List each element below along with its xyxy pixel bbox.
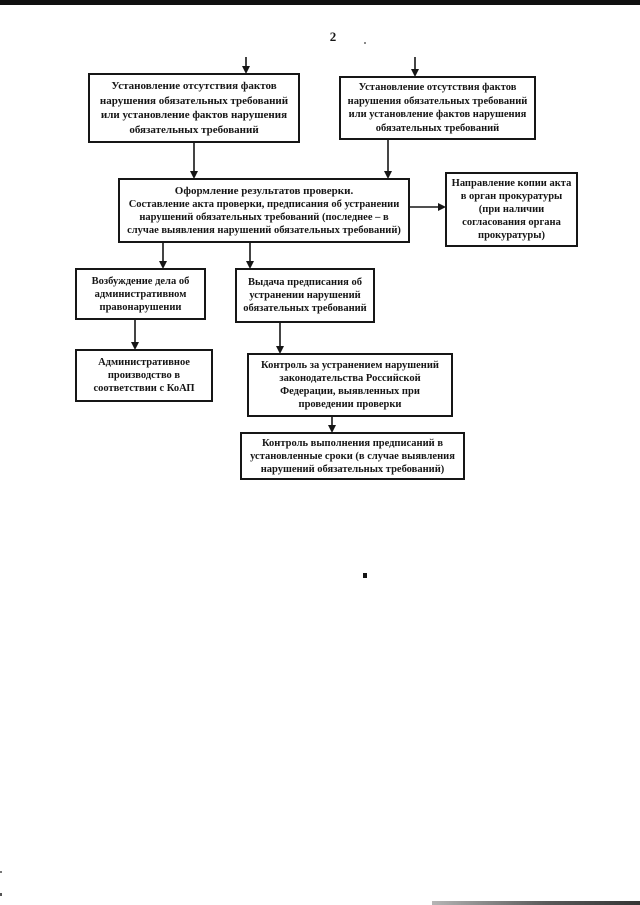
node-initiate-administrative-case: Возбуждение дела об административном пра… (75, 268, 206, 320)
node-establish-facts-right: Установление отсутствия фактов нарушения… (339, 76, 536, 140)
node-text: Выдача предписания об устранении нарушен… (243, 277, 367, 314)
arrow-issue-order-to-control-elimination (276, 323, 284, 354)
node-send-copy-to-prosecutor: Направление копии акта в орган прокурату… (445, 172, 578, 247)
node-title: Оформление результатов проверки. (174, 185, 354, 197)
node-control-of-violation-elimination: Контроль за устранением нарушений законо… (247, 353, 453, 417)
node-text: Административное производство в соответс… (93, 357, 195, 394)
arrow-registration-to-send-copy (410, 203, 446, 211)
scan-speck (363, 573, 367, 578)
arrow-establish-right-to-registration (384, 140, 392, 179)
scan-artifact-bottom-bar (432, 901, 640, 905)
node-issue-compliance-order: Выдача предписания об устранении нарушен… (235, 268, 375, 323)
node-registration-of-results: Оформление результатов проверки. Составл… (118, 178, 410, 243)
node-administrative-proceedings: Административное производство в соответс… (75, 349, 213, 402)
arrow-registration-to-issue-order (246, 243, 254, 269)
node-text: Установление отсутствия фактов нарушения… (99, 80, 289, 136)
node-text: Контроль за устранением нарушений законо… (261, 360, 439, 410)
node-text: Направление копии акта в орган прокурату… (451, 178, 572, 241)
page-number: 2 (329, 29, 337, 44)
node-text: Контроль выполнения предписаний в устано… (250, 437, 455, 475)
scan-speck (0, 871, 2, 873)
arrow-establish-left-to-registration (190, 143, 198, 179)
scan-speck (0, 893, 2, 896)
scan-artifact-top-bar (0, 0, 640, 5)
arrow-registration-to-initiate-case (159, 243, 167, 269)
arrow-into-establish-right (411, 57, 419, 77)
node-text: Установление отсутствия фактов нарушения… (347, 82, 528, 134)
node-control-of-order-execution: Контроль выполнения предписаний в устано… (240, 432, 465, 480)
arrow-into-establish-left (242, 57, 250, 74)
node-text: Составление акта проверки, предписания о… (127, 199, 401, 236)
node-establish-facts-left: Установление отсутствия фактов нарушения… (88, 73, 300, 143)
arrow-control-elimination-to-control-execution (328, 417, 336, 433)
node-text: Возбуждение дела об административном пра… (91, 275, 190, 313)
scan-speck (364, 42, 366, 44)
arrow-initiate-case-to-admin-proceedings (131, 320, 139, 350)
